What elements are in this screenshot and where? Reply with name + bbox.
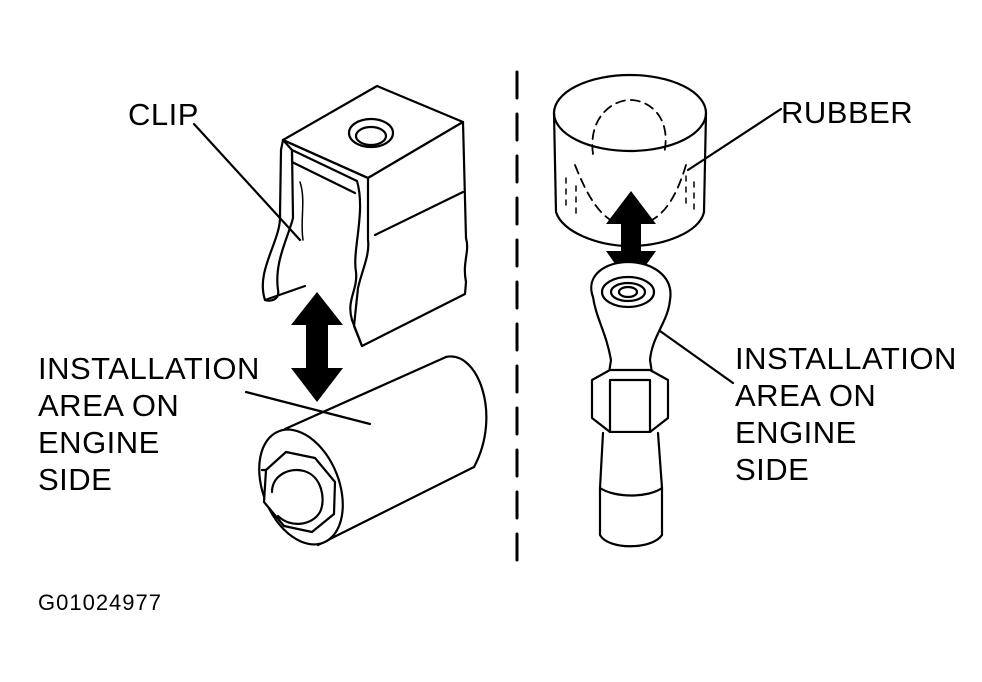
right-installation-line-1: INSTALLATION <box>735 341 957 376</box>
clip-label: CLIP <box>128 97 199 132</box>
left-install-leader-line <box>244 390 372 426</box>
left-installation-line-1: INSTALLATION <box>38 351 260 386</box>
left-installation-line-4: SIDE <box>38 462 113 497</box>
left-installation-line-3: ENGINE <box>38 425 160 460</box>
rubber-label: RUBBER <box>781 95 914 130</box>
rubber-leader-line <box>686 107 783 172</box>
clip-leader-line <box>192 122 302 242</box>
right-installation-label: INSTALLATION AREA ON ENGINE SIDE <box>735 340 957 488</box>
right-installation-line-2: AREA ON <box>735 378 877 413</box>
right-installation-line-4: SIDE <box>735 452 810 487</box>
cylindrical-bolt-boss-icon <box>258 355 488 547</box>
right-install-leader-line <box>658 329 735 385</box>
left-installation-label: INSTALLATION AREA ON ENGINE SIDE <box>38 350 260 498</box>
clip-part-icon <box>261 84 469 348</box>
left-double-arrow-icon <box>291 292 343 402</box>
right-installation-line-3: ENGINE <box>735 415 857 450</box>
figure-id: G01024977 <box>38 590 162 615</box>
ball-stud-icon <box>590 260 672 548</box>
left-installation-line-2: AREA ON <box>38 388 180 423</box>
